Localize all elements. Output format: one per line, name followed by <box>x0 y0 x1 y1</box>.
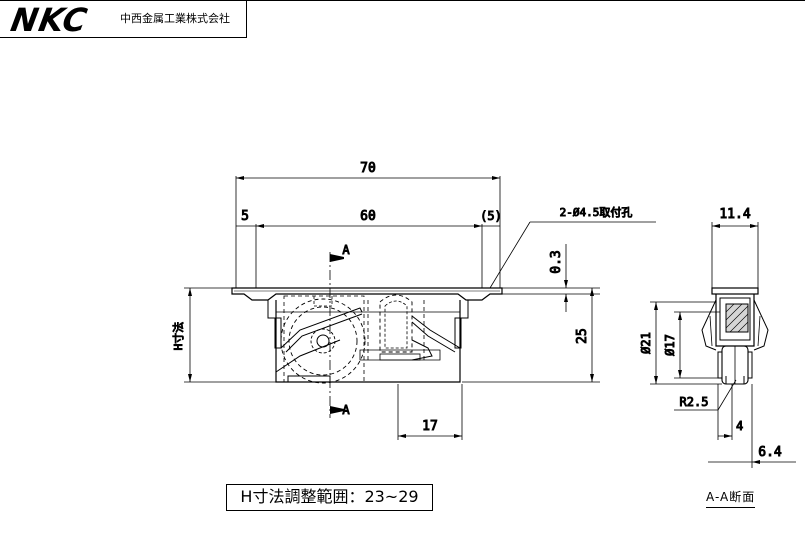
dim-plate-thickness: 0.3 <box>549 250 564 273</box>
company-name: 中西金属工業株式会社 <box>120 12 230 25</box>
dim-overall-width: 70 <box>360 161 376 176</box>
section-marker-top: A <box>342 243 350 257</box>
section-view <box>701 287 769 385</box>
adjustment-range-note: H寸法調整範囲：23~29 <box>226 484 433 511</box>
dim-radius: R2.5 <box>680 395 709 409</box>
dim-4: 4 <box>736 419 743 433</box>
front-view <box>231 252 503 418</box>
dim-section-width: 11.4 <box>719 207 750 222</box>
dim-roller-offset: 17 <box>422 419 438 434</box>
dim-inner-diameter: Ø17 <box>663 334 677 356</box>
section-marker-bottom: A <box>342 403 350 417</box>
dim-height-label: H寸法 <box>171 322 185 351</box>
dim-outer-diameter: Ø21 <box>639 332 653 354</box>
section-view-label: A-A断面 <box>706 488 756 508</box>
front-dimensions <box>184 176 656 440</box>
dim-right-offset: (5) <box>480 209 502 223</box>
hole-callout: 2-Ø4.5取付孔 <box>560 206 633 219</box>
dim-left-offset: 5 <box>241 209 249 224</box>
border-line <box>0 0 805 1</box>
dim-body-height: 25 <box>575 328 590 344</box>
section-dimensions <box>650 222 796 468</box>
title-box <box>0 0 247 38</box>
title-block: NKC 中西金属工業株式会社 <box>0 0 805 40</box>
dim-6-4: 6.4 <box>758 445 782 460</box>
dim-hole-pitch: 60 <box>360 209 376 224</box>
